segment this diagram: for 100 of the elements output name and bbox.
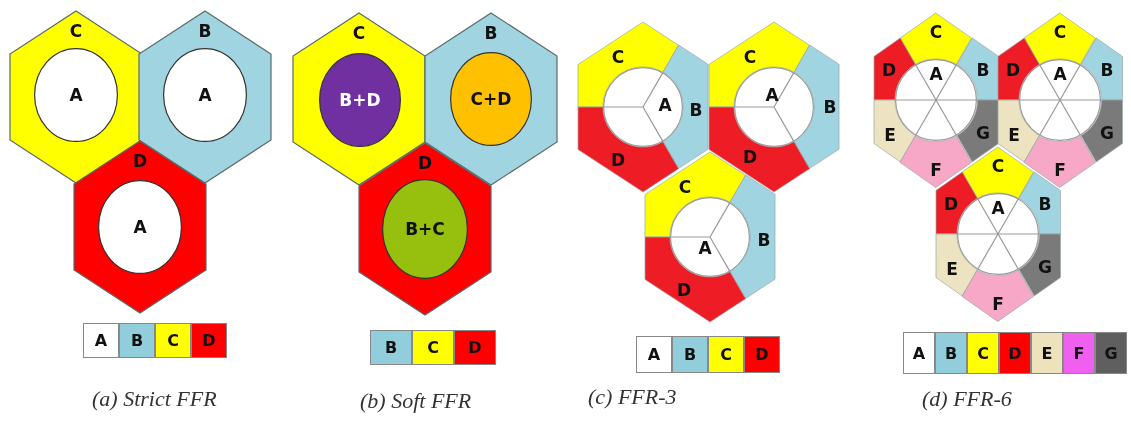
ring-segment	[1024, 13, 1096, 65]
legend-key: B	[672, 336, 708, 373]
ring-segment	[936, 234, 978, 296]
cell-label: B	[689, 101, 703, 119]
inner-region	[34, 48, 118, 142]
inner-region	[895, 59, 977, 141]
ring-segment	[900, 135, 972, 187]
cell-label: E	[884, 126, 896, 144]
legend-key: D	[999, 332, 1031, 374]
cell-label: B	[198, 22, 212, 40]
cell-label: B	[1100, 61, 1114, 79]
cell-label: F	[930, 161, 942, 179]
legend-key: C	[967, 332, 999, 374]
cell-label: A	[133, 218, 147, 236]
cell-label: B	[484, 24, 498, 42]
inner-region	[319, 53, 401, 147]
ring-segment	[709, 22, 810, 107]
panel-caption: (b) Soft FFR	[360, 388, 472, 414]
cell-label: A	[1053, 65, 1067, 83]
cell-label: B	[976, 61, 990, 79]
cell-label: B	[823, 98, 837, 116]
legend-key: B	[935, 332, 967, 374]
ring-segment	[1080, 100, 1122, 162]
cell-label: C	[352, 24, 366, 42]
legend-key: D	[454, 330, 496, 365]
inner-region	[382, 179, 468, 279]
legend-key: A	[636, 336, 672, 373]
cell-label: C	[1053, 23, 1067, 41]
ring-segment	[730, 175, 775, 299]
legend-key: A	[903, 332, 935, 374]
cell-label: A	[198, 86, 212, 104]
cell-label: E	[946, 260, 958, 278]
hexagonal-cell	[359, 143, 491, 315]
cell-label: A	[765, 86, 779, 104]
cell-label: C	[678, 178, 692, 196]
hexagonal-cell	[74, 141, 206, 313]
cell-label: B+C	[405, 220, 445, 238]
legend-key: B	[119, 323, 155, 358]
cell-label: F	[1054, 161, 1066, 179]
legend-key: G	[1095, 332, 1127, 374]
cell-label: C	[991, 157, 1005, 175]
ring-segment	[962, 147, 1034, 199]
cell-label: D	[417, 154, 433, 172]
cell-label: G	[976, 124, 990, 142]
panel-caption: (d) FFR-6	[922, 386, 1012, 412]
cell-label: A	[929, 65, 943, 83]
ring-segment	[956, 38, 998, 100]
legend-key: C	[155, 323, 191, 358]
cell-label: D	[1005, 61, 1021, 79]
cell-label: A	[658, 96, 672, 114]
cell-label: A	[698, 239, 712, 257]
cell-label: C	[611, 48, 625, 66]
cell-label: D	[943, 195, 959, 213]
ring-segment	[1024, 135, 1096, 187]
cell-label: E	[1008, 126, 1020, 144]
ring-segment	[900, 13, 972, 65]
ring-segment	[709, 107, 810, 192]
cell-label: B+D	[339, 91, 381, 109]
inner-region	[163, 48, 247, 142]
legend-key: B	[370, 330, 412, 365]
ring-segment	[794, 45, 839, 169]
inner-region	[1019, 59, 1101, 141]
cell-label: C	[929, 23, 943, 41]
inner-region	[98, 180, 182, 274]
cell-label: G	[1100, 124, 1114, 142]
ring-segment	[1080, 38, 1122, 100]
cell-label: A	[69, 86, 83, 104]
cell-label: B	[1038, 195, 1052, 213]
ring-segment	[962, 269, 1034, 321]
inner-region	[734, 67, 814, 147]
cell-label: B	[757, 231, 771, 249]
cell-label: C	[69, 22, 83, 40]
panel-caption: (c) FFR-3	[588, 384, 677, 410]
cell-label: D	[881, 61, 897, 79]
ring-segment	[874, 100, 916, 162]
legend-key: F	[1063, 332, 1095, 374]
inner-region	[670, 197, 750, 277]
legend-key: C	[412, 330, 454, 365]
cell-label: D	[610, 151, 626, 169]
cell-label: C+D	[470, 90, 512, 108]
inner-region	[957, 193, 1039, 275]
legend-key: C	[708, 336, 744, 373]
legend-key: A	[83, 323, 119, 358]
ring-segment	[645, 237, 746, 322]
cell-label: A	[991, 199, 1005, 217]
cell-label: D	[676, 281, 692, 299]
panel-caption: (a) Strict FFR	[92, 386, 217, 412]
cell-label: C	[743, 48, 757, 66]
ring-segment	[998, 38, 1040, 100]
cell-label: D	[132, 152, 148, 170]
legend-key: E	[1031, 332, 1063, 374]
inner-region	[450, 52, 532, 146]
cell-label: D	[742, 148, 758, 166]
inner-region	[603, 67, 683, 147]
ring-segment	[874, 38, 916, 100]
legend-key: D	[744, 336, 780, 373]
ring-segment	[1018, 234, 1060, 296]
cell-label: F	[992, 295, 1004, 313]
ring-segment	[645, 152, 746, 237]
cell-label: G	[1038, 258, 1052, 276]
